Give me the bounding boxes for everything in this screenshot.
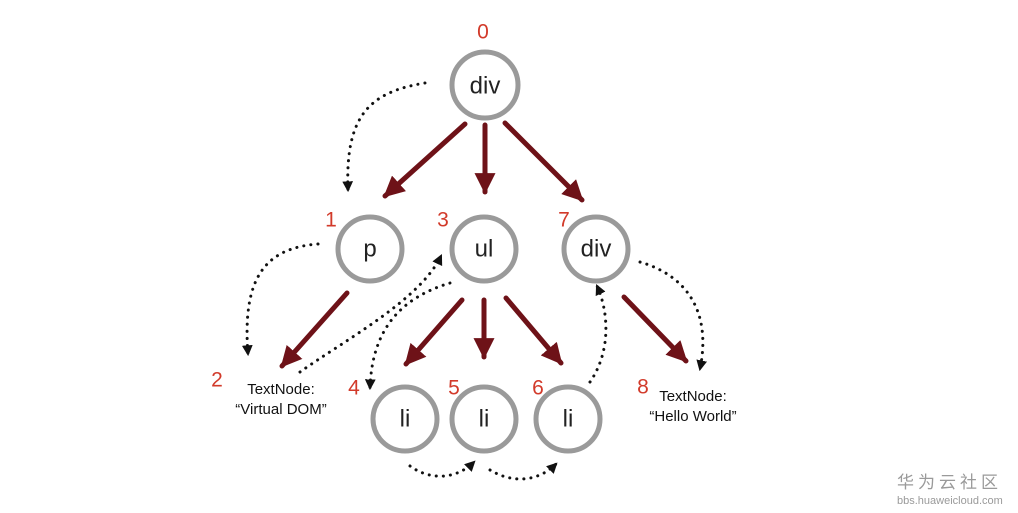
node-label: p xyxy=(363,236,376,263)
order-number: 8 xyxy=(637,376,649,399)
traversal-2-to-3 xyxy=(298,254,443,374)
node-circle xyxy=(449,214,519,284)
node-label: li xyxy=(400,406,411,433)
edge-div-to-p xyxy=(382,121,468,199)
node-label: li xyxy=(563,406,574,433)
node-li-2: li 5 xyxy=(448,377,519,454)
order-number: 4 xyxy=(348,377,360,400)
node-circle xyxy=(533,384,603,454)
order-number: 0 xyxy=(477,21,489,44)
text-node-type: TextNode: xyxy=(659,388,727,405)
edge-ul-to-li-1 xyxy=(403,297,465,367)
node-label: div xyxy=(581,236,612,263)
traversal-4-to-5 xyxy=(408,460,476,478)
edge-p-to-textnode xyxy=(279,290,350,369)
text-node-hello-world: 8 TextNode: “Hello World” xyxy=(637,376,736,426)
order-number: 2 xyxy=(211,369,223,392)
watermark-url: bbs.huaweicloud.com xyxy=(897,495,1003,507)
node-circle xyxy=(449,49,521,121)
node-label: div xyxy=(470,73,501,100)
order-number: 3 xyxy=(437,209,449,232)
text-node-value: “Hello World” xyxy=(649,408,736,425)
watermark: 华为云社区 bbs.huaweicloud.com xyxy=(897,473,1003,507)
node-circle xyxy=(335,214,405,284)
text-node-virtual-dom: 2 TextNode: “Virtual DOM” xyxy=(211,369,327,419)
node-p: p 1 xyxy=(325,209,405,284)
edge-div-to-textnode xyxy=(621,294,689,364)
node-li-1: li 4 xyxy=(348,377,440,454)
node-li-3: li 6 xyxy=(532,377,603,454)
edge-div-to-div xyxy=(502,120,585,203)
watermark-title: 华为云社区 xyxy=(897,473,1002,493)
text-node-type: TextNode: xyxy=(247,381,315,398)
node-ul: ul 3 xyxy=(437,209,519,284)
order-number: 6 xyxy=(532,377,544,400)
traversal-7-to-8 xyxy=(638,260,708,372)
node-div-child: div 7 xyxy=(558,209,631,284)
node-circle xyxy=(561,214,631,284)
node-circle xyxy=(449,384,519,454)
text-node-value: “Virtual DOM” xyxy=(235,401,326,418)
traversal-0-to-1 xyxy=(342,81,427,193)
traversal-3-to-4 xyxy=(364,281,452,391)
node-div-root: div 0 xyxy=(449,21,521,121)
traversal-6-to-7 xyxy=(588,284,608,384)
order-number: 7 xyxy=(558,209,570,232)
tree-edges xyxy=(279,120,689,369)
traversal-path xyxy=(241,81,708,481)
order-number: 5 xyxy=(448,377,460,400)
node-label: li xyxy=(479,406,490,433)
edge-ul-to-li-3 xyxy=(503,295,564,366)
traversal-5-to-6 xyxy=(488,462,558,481)
tree-nodes: div 0 p 1 ul 3 div 7 li 4 li 5 xyxy=(325,21,631,454)
node-label: ul xyxy=(475,236,494,263)
order-number: 1 xyxy=(325,209,337,232)
node-circle xyxy=(370,384,440,454)
